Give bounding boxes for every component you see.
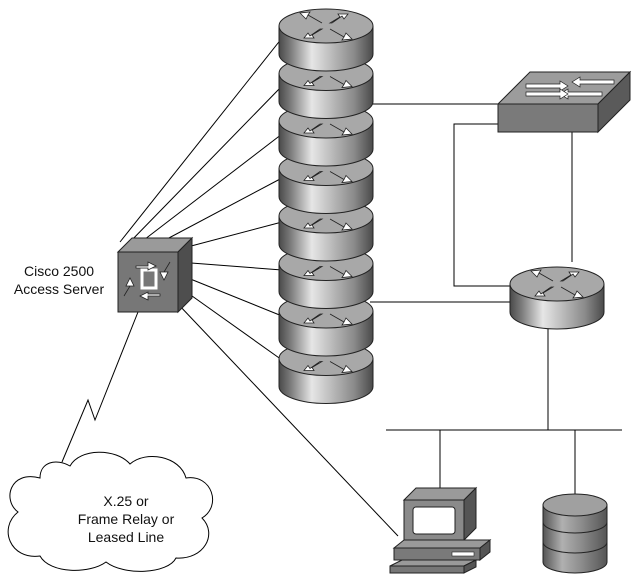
access-server-label: Cisco 2500 Access Server <box>6 262 112 298</box>
link-as-router-8 <box>177 285 283 361</box>
router-icon <box>278 103 374 167</box>
router-icon <box>278 341 374 404</box>
core-router-icon <box>509 266 605 330</box>
database-server-icon <box>542 493 608 574</box>
link-as-router-3 <box>135 133 283 247</box>
access-server-icon <box>116 236 194 314</box>
access-server-label-line2: Access Server <box>13 281 105 297</box>
link-as-router-5 <box>175 221 283 251</box>
cloud-label-line1: X.25 or <box>103 493 149 509</box>
switch-icon <box>496 70 632 134</box>
connection-lines <box>61 37 622 537</box>
workstation-icon <box>389 486 492 574</box>
router-stack <box>278 8 374 404</box>
link-as-router-7 <box>177 273 283 317</box>
link-as-router-6 <box>177 261 283 271</box>
link-switch-core-loop <box>453 123 512 287</box>
link-as-cloud <box>61 311 139 463</box>
access-server-label-line1: Cisco 2500 <box>23 263 95 279</box>
router-icon <box>278 56 374 119</box>
router-icon <box>278 8 374 72</box>
router-icon <box>278 293 374 357</box>
cloud-label-line3: Leased Line <box>87 529 165 545</box>
link-as-router-1 <box>119 37 283 243</box>
link-as-router-2 <box>127 85 283 245</box>
router-icon <box>278 198 374 262</box>
link-as-router-4 <box>149 177 283 249</box>
cloud-label: X.25 or Frame Relay or Leased Line <box>56 492 196 546</box>
router-icon <box>278 151 374 214</box>
router-icon <box>278 246 374 309</box>
cloud-label-line2: Frame Relay or <box>77 511 175 527</box>
cloud-icon <box>7 451 213 572</box>
link-as-workstation <box>177 303 399 537</box>
